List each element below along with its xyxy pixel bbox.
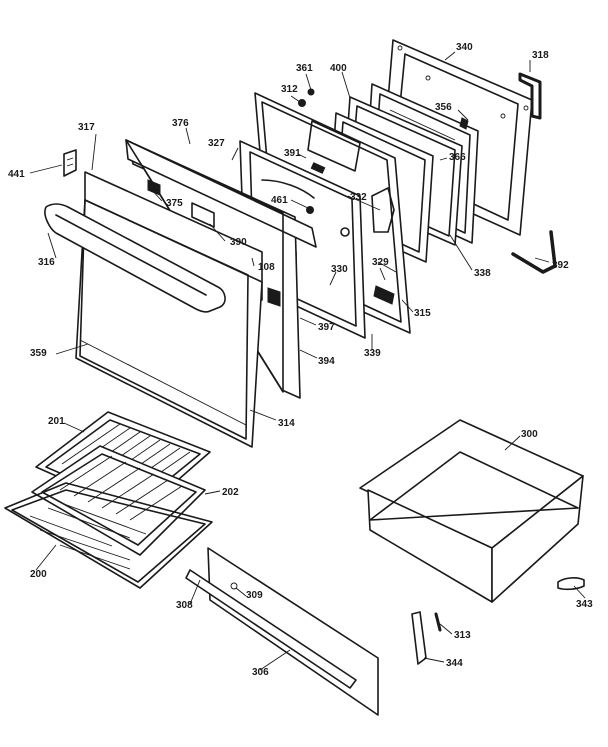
callout-306: 306 [252,667,269,678]
callout-376: 376 [172,118,189,129]
callout-327: 327 [208,138,225,149]
callout-332: 332 [350,192,367,203]
callout-366: 366 [449,152,466,163]
callout-309: 309 [246,590,263,601]
callout-339: 339 [364,348,381,359]
callout-391: 391 [284,148,301,159]
leader-lines [29,51,586,671]
callout-108: 108 [258,262,275,273]
callout-359: 359 [30,348,47,359]
callout-344: 344 [446,658,463,669]
drawer-300 [359,419,584,603]
callout-375: 375 [166,198,183,209]
callout-315: 315 [414,308,431,319]
callout-441: 441 [8,169,25,180]
glide-343 [557,577,585,591]
screw-461 [306,206,314,214]
callout-317: 317 [78,122,95,133]
callout-312: 312 [281,84,298,95]
hinge-441 [63,149,77,177]
callout-356: 356 [435,102,452,113]
callout-300: 300 [521,429,538,440]
slide-344 [411,611,427,665]
callout-390: 390 [230,237,247,248]
clip-313 [434,612,442,632]
door-handle-316 [44,203,226,313]
drawer-front-306 [185,547,379,716]
oven-rack-200 [4,482,213,589]
callout-201: 201 [48,416,65,427]
callout-461: 461 [271,195,288,206]
callout-338: 338 [474,268,491,279]
callout-397: 397 [318,322,335,333]
broil-pan-202 [31,445,206,556]
callout-330: 330 [331,264,348,275]
callout-400: 400 [330,63,347,74]
callout-202: 202 [222,487,239,498]
callout-labels: 340 318 361 400 312 356 317 376 327 391 … [8,42,593,678]
screw-312 [298,99,306,107]
callout-392: 392 [552,260,569,271]
callout-314: 314 [278,418,295,429]
callout-340: 340 [456,42,473,53]
callout-308: 308 [176,600,193,611]
gasket-318 [518,72,542,120]
callout-343: 343 [576,599,593,610]
callout-200: 200 [30,569,47,580]
callout-394: 394 [318,356,335,367]
callout-318-upper: 318 [532,50,549,61]
callout-361: 361 [296,63,313,74]
gasket-392 [511,230,557,274]
callout-316: 316 [38,257,55,268]
callout-329: 329 [372,257,389,268]
callout-313: 313 [454,630,471,641]
